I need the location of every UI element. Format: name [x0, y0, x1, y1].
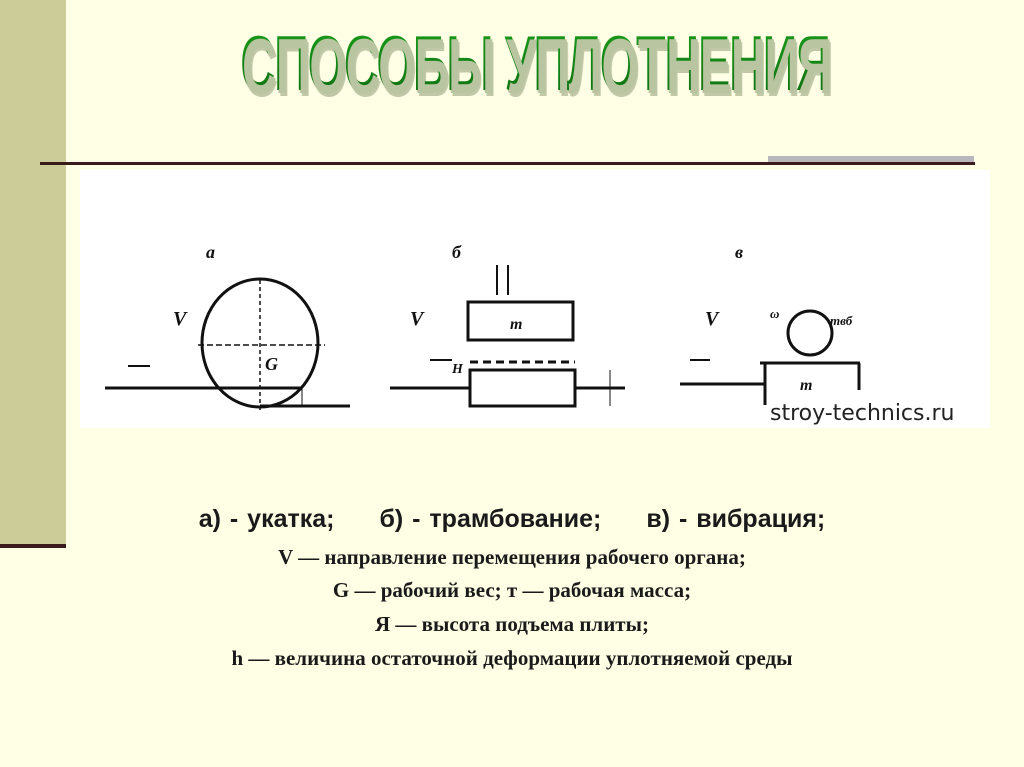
- sidebar-accent: [0, 0, 66, 545]
- panel-label-b: б: [452, 242, 462, 262]
- watermark: stroy-technics.ru: [770, 401, 954, 426]
- panel-rolling: а V G: [105, 242, 350, 410]
- panel-label-a: а: [206, 242, 215, 262]
- slide-title: СПОСОБЫ УПЛОТНЕНИЯ: [203, 18, 866, 109]
- compaction-diagram: а V G б V m H в V ω mвб m: [80, 170, 990, 428]
- v-label-c: V: [705, 308, 720, 330]
- m-label-c: m: [800, 377, 812, 394]
- title-rule: [40, 162, 975, 165]
- v-label-a: V: [173, 308, 188, 330]
- method-tamping: б) - трамбование;: [379, 505, 602, 533]
- sidebar-divider: [0, 544, 66, 548]
- legend-v: V — направление перемещения рабочего орг…: [278, 545, 746, 569]
- g-label: G: [265, 354, 278, 374]
- methods-caption: а) - укатка; б) - трамбование; в) - вибр…: [0, 505, 1024, 534]
- legend-height: Я — высота подъема плиты;: [374, 612, 650, 636]
- method-rolling: а) - укатка;: [198, 505, 335, 533]
- title-rule-accent: [768, 156, 974, 164]
- m-label-b: m: [510, 316, 522, 333]
- method-vibration: в) - вибрация;: [646, 505, 826, 533]
- panel-tamping: б V m H: [390, 242, 625, 408]
- omega-label: ω: [770, 306, 779, 321]
- mvb-label: mвб: [830, 313, 853, 328]
- panel-label-c: в: [735, 242, 743, 262]
- legend-g-m: G — рабочий вес; т — рабочая масса;: [332, 578, 692, 602]
- h-label: H: [451, 362, 464, 377]
- v-label-b: V: [410, 308, 425, 330]
- legend-h: h — величина остаточной деформации уплот…: [231, 646, 793, 670]
- panel-vibration: в V ω mвб m: [680, 242, 861, 405]
